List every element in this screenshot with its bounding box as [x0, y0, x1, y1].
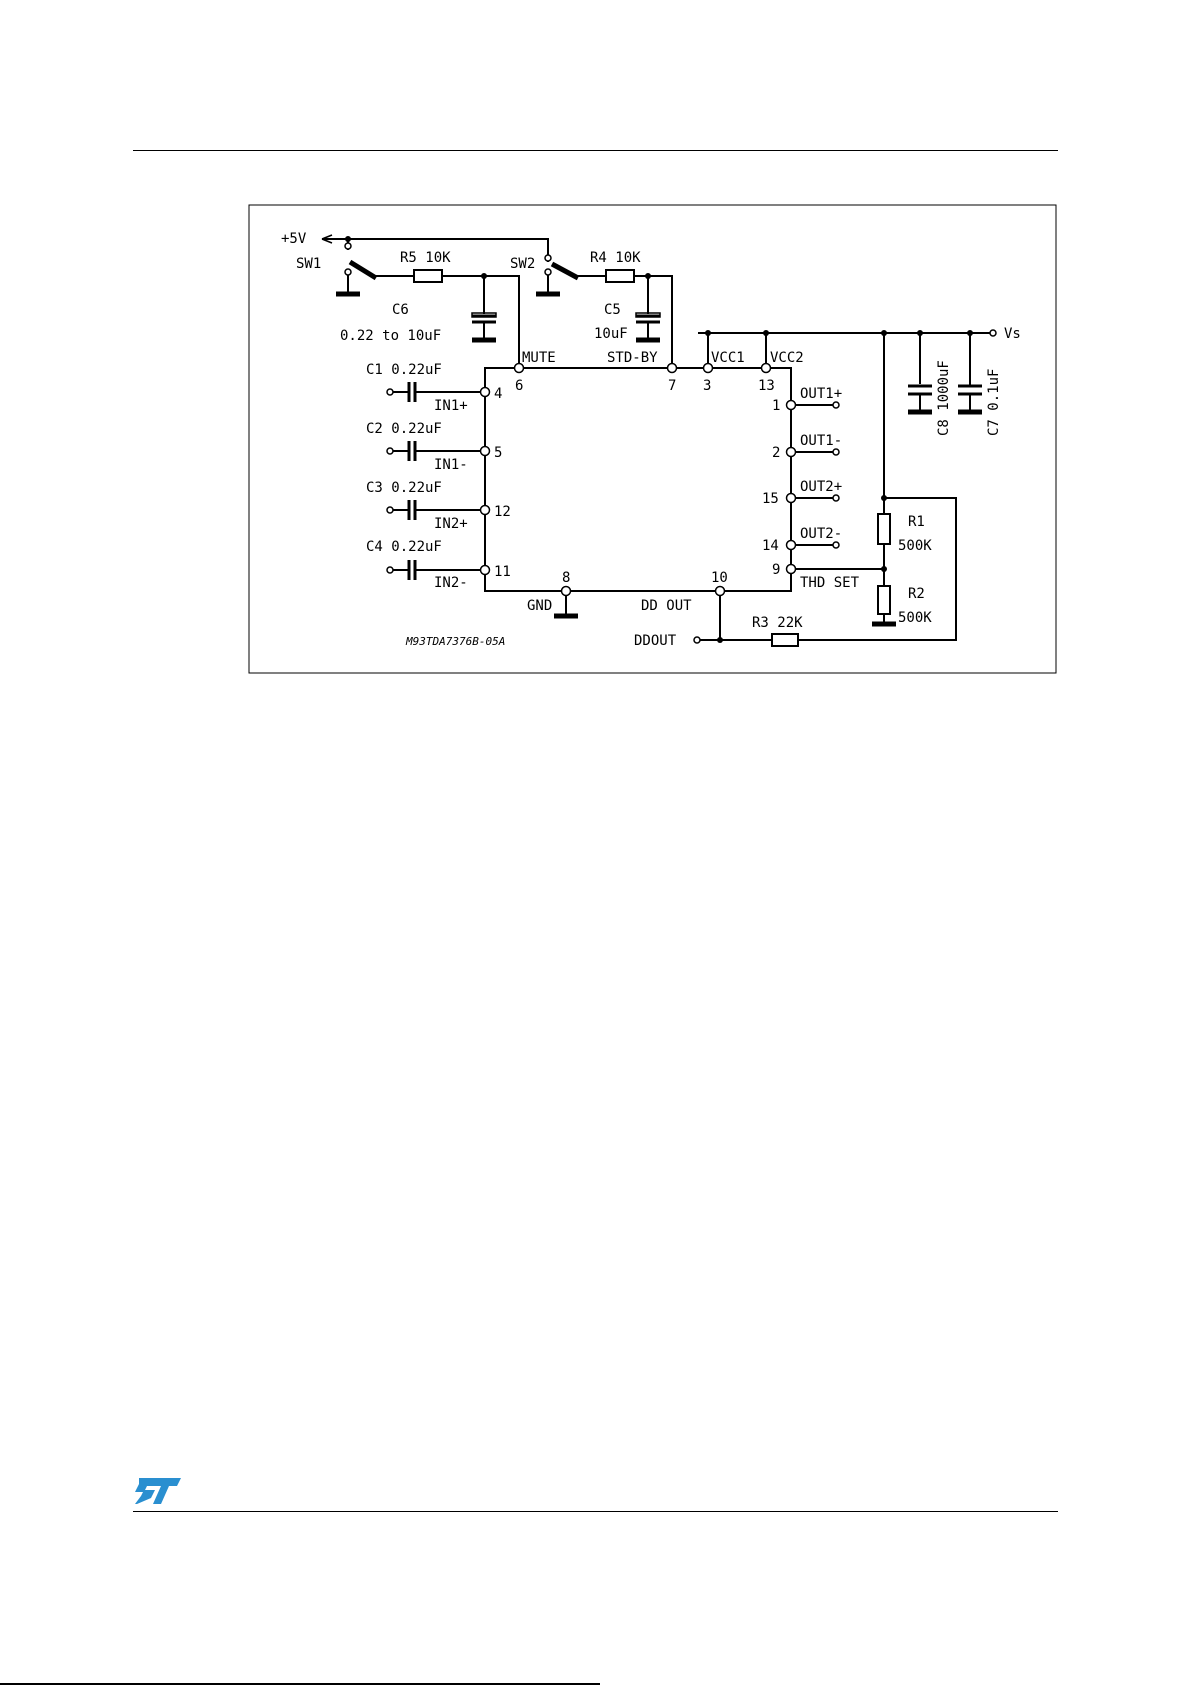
pin-number-8: 8 [562, 570, 570, 586]
pin-number-1: 1 [772, 398, 780, 414]
label-thdset: THD SET [800, 575, 860, 591]
pin-number-9: 9 [772, 562, 780, 578]
resistor-r5 [414, 270, 442, 282]
label-c8: C8 1000uF [936, 360, 952, 436]
label-out1p: OUT1+ [800, 386, 842, 402]
label-sw2: SW2 [510, 256, 535, 272]
resistor-r2 [878, 586, 890, 614]
pin-number-2: 2 [772, 445, 780, 461]
label-in2n: IN2- [434, 575, 468, 591]
label-vcc2: VCC2 [770, 350, 804, 366]
switch-sw1-blade [350, 262, 376, 278]
label-ddout: DD OUT [641, 598, 692, 614]
label-in1p: IN1+ [434, 398, 468, 414]
label-c5: C5 [604, 302, 621, 318]
label-plus5v: +5V [281, 231, 307, 247]
label-c5-value: 10uF [594, 326, 628, 342]
pin-number-7: 7 [668, 378, 676, 394]
pin-number-10: 10 [711, 570, 728, 586]
label-c7: C7 0.1uF [986, 369, 1002, 436]
ic-body [485, 368, 791, 591]
resistor-r3 [772, 634, 798, 646]
label-in2p: IN2+ [434, 516, 468, 532]
label-r2: R2 [908, 586, 925, 602]
label-r2-value: 500K [898, 610, 932, 626]
resistor-r1 [878, 514, 890, 544]
wire-r5 [376, 276, 519, 368]
capacitor-c4 [409, 560, 415, 580]
pin-number-3: 3 [703, 378, 711, 394]
label-gnd: GND [527, 598, 552, 614]
capacitor-c7 [958, 386, 982, 394]
label-out2n: OUT2- [800, 526, 842, 542]
capacitor-c8 [908, 386, 932, 394]
capacitor-c3 [409, 500, 415, 520]
label-ddout-ext: DDOUT [634, 633, 677, 649]
pin-number-11: 11 [494, 564, 511, 580]
label-r4: R4 10K [590, 250, 641, 266]
label-c2: C2 0.22uF [366, 421, 442, 437]
label-r1-value: 500K [898, 538, 932, 554]
label-r1: R1 [908, 514, 925, 530]
pin-number-13: 13 [758, 378, 775, 394]
pin-number-12: 12 [494, 504, 511, 520]
pin-number-4: 4 [494, 386, 502, 402]
label-in1n: IN1- [434, 457, 468, 473]
label-c6-value: 0.22 to 10uF [340, 328, 441, 344]
label-out2p: OUT2+ [800, 479, 842, 495]
label-mute: MUTE [522, 350, 556, 366]
pin-number-15: 15 [762, 491, 779, 507]
diagram-code: M93TDA7376B-05A [405, 635, 505, 648]
pin-number-6: 6 [515, 378, 523, 394]
label-stdby: STD-BY [607, 350, 658, 366]
switch-sw2-blade [552, 264, 578, 278]
label-vcc1: VCC1 [711, 350, 745, 366]
label-c1: C1 0.22uF [366, 362, 442, 378]
st-logo-icon [133, 1476, 183, 1506]
label-r5: R5 10K [400, 250, 451, 266]
label-r3: R3 22K [752, 615, 803, 631]
label-sw1: SW1 [296, 256, 321, 272]
pin-number-5: 5 [494, 445, 502, 461]
label-c4: C4 0.22uF [366, 539, 442, 555]
label-c3: C3 0.22uF [366, 480, 442, 496]
resistor-r4 [606, 270, 634, 282]
label-c6: C6 [392, 302, 409, 318]
label-out1n: OUT1- [800, 433, 842, 449]
pin-number-14: 14 [762, 538, 779, 554]
capacitor-c1 [409, 382, 415, 402]
label-vs: Vs [1004, 326, 1021, 342]
capacitor-c2 [409, 441, 415, 461]
